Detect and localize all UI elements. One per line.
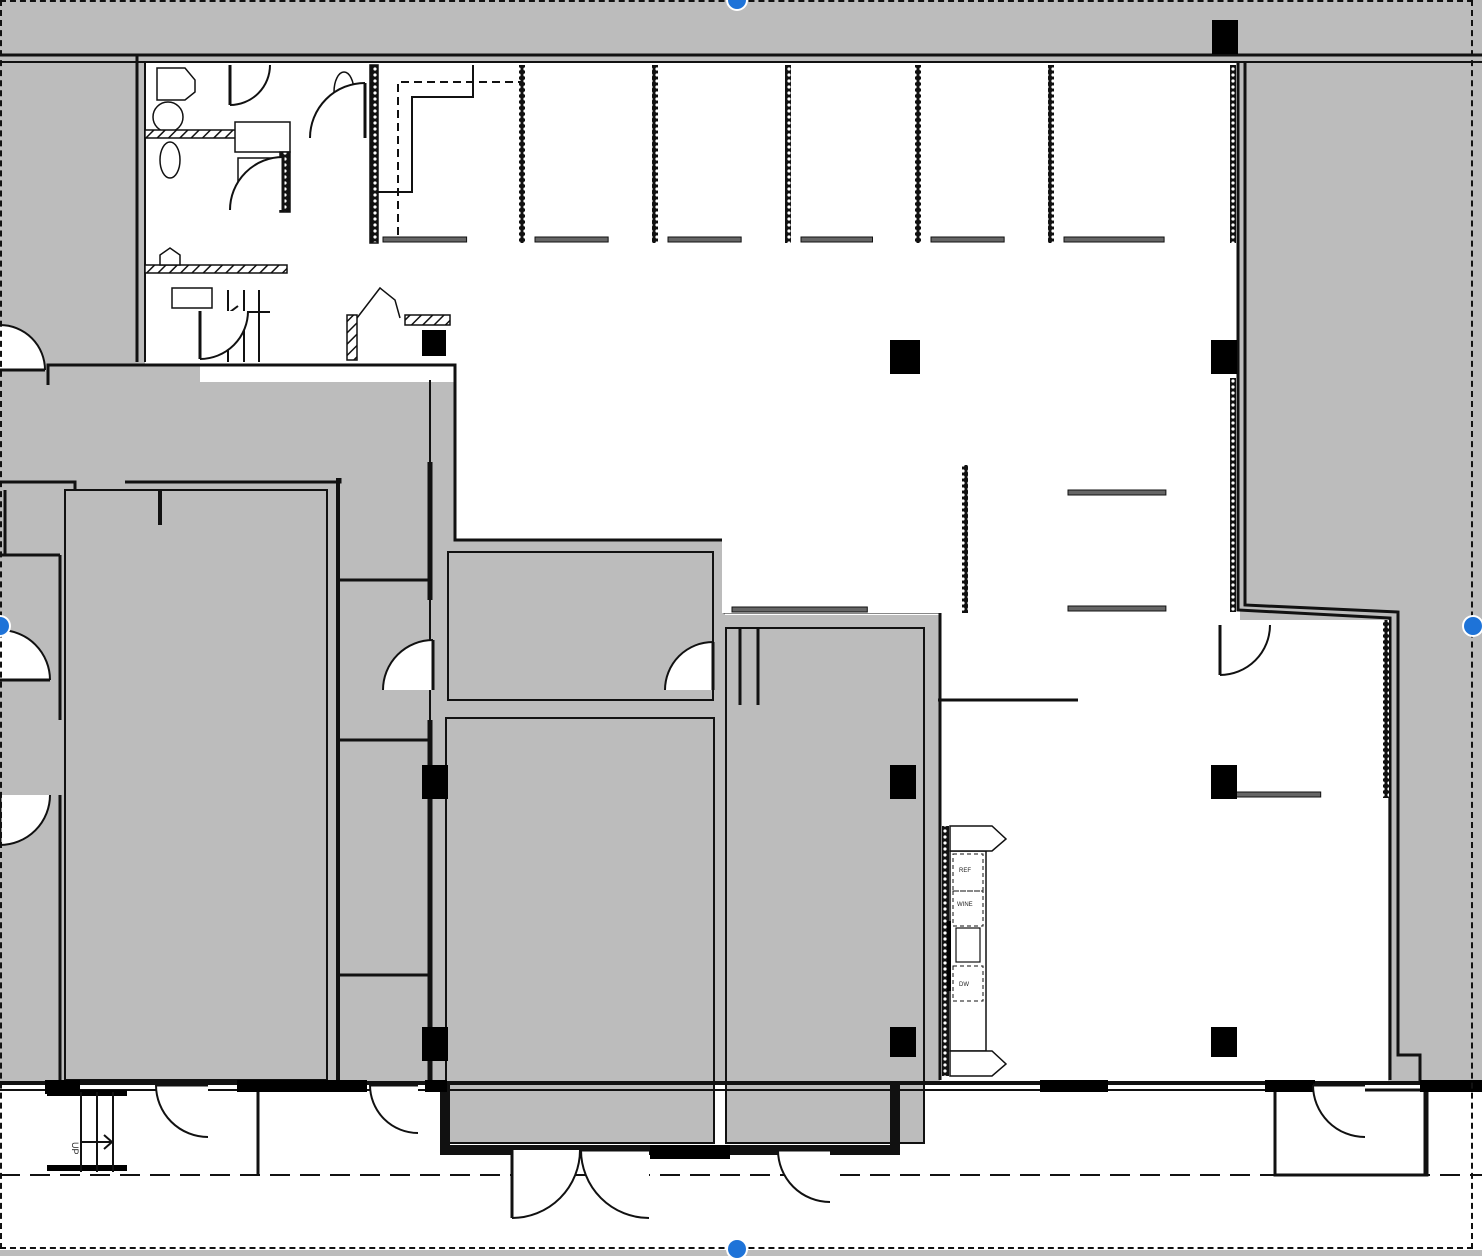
- tenant-room-d[interactable]: [446, 718, 714, 1143]
- column: [1211, 765, 1237, 799]
- structural-columns: [422, 20, 1238, 1061]
- office-1[interactable]: [373, 65, 525, 243]
- resize-handle-middle-left[interactable]: [0, 617, 9, 635]
- office-6[interactable]: [1054, 65, 1236, 243]
- column: [1212, 20, 1238, 54]
- east-gray[interactable]: [1245, 62, 1482, 610]
- building-walls: [0, 53, 1482, 1177]
- door-swings: [0, 64, 1366, 1219]
- column: [1211, 1027, 1237, 1057]
- resize-handle-bottom-center[interactable]: [728, 1240, 746, 1258]
- tenant-room-e[interactable]: [726, 628, 924, 1143]
- tenant-room-a[interactable]: [65, 490, 327, 1080]
- storefront-piers: [45, 1080, 1482, 1171]
- office-5[interactable]: [921, 65, 1054, 243]
- kitchenette: [942, 825, 1008, 1077]
- office-3[interactable]: [658, 65, 791, 243]
- neighbor-tenant-rooms: [65, 62, 1482, 1143]
- column: [890, 765, 916, 799]
- column: [890, 340, 920, 374]
- column: [1211, 340, 1237, 374]
- kitchen-wine-label: WINE: [957, 902, 973, 908]
- resize-handle-middle-right[interactable]: [1464, 617, 1482, 635]
- column: [890, 1027, 916, 1057]
- kitchen-dw-label: DW: [959, 982, 969, 988]
- office-2[interactable]: [525, 65, 658, 243]
- tenant-room-b[interactable]: [338, 478, 430, 1078]
- private-offices: [373, 65, 1389, 798]
- column: [422, 330, 446, 356]
- office-4[interactable]: [791, 65, 921, 243]
- office-8[interactable]: [1058, 496, 1236, 612]
- conference[interactable]: [722, 465, 968, 613]
- office-1-dashes: [378, 65, 522, 235]
- kitchen-ref-label: REF: [959, 868, 971, 874]
- office-7[interactable]: [1058, 378, 1236, 496]
- resize-handle-top-center[interactable]: [728, 0, 746, 9]
- stair-up-label: UP: [70, 1142, 80, 1155]
- corridor-top: [200, 360, 455, 382]
- column: [422, 1027, 448, 1061]
- column: [422, 765, 448, 799]
